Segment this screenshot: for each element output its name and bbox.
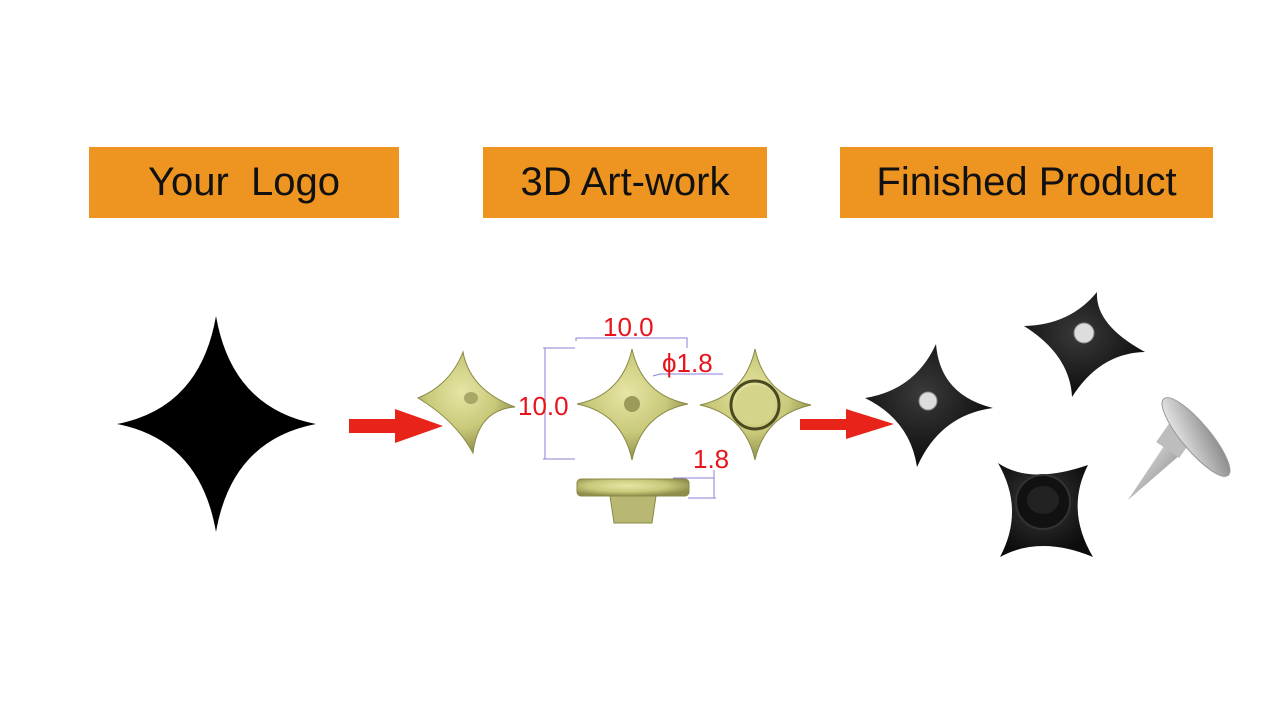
dimension-hole-diameter: ϕ1.8 <box>662 348 713 378</box>
product-front-with-rhinestone <box>865 344 993 467</box>
artwork-top-view <box>576 348 689 461</box>
logo-star-icon <box>117 316 316 532</box>
arrow-right-icon <box>349 409 443 443</box>
artwork-bottom-view <box>699 348 812 461</box>
artwork-side-view <box>576 478 690 524</box>
header-finished-product: Finished Product <box>840 147 1213 218</box>
dimension-height: 10.0 <box>518 391 569 421</box>
arrow-right-icon <box>800 409 894 439</box>
header-3d-artwork: 3D Art-work <box>483 147 767 218</box>
dimension-width: 10.0 <box>603 312 654 342</box>
dimension-lines <box>543 337 723 499</box>
header-your-logo: Your Logo <box>89 147 399 218</box>
product-back-view <box>998 463 1093 557</box>
artwork-perspective-view <box>416 350 516 455</box>
dimension-thickness: 1.8 <box>693 444 729 474</box>
product-angled-with-rhinestone <box>1024 292 1145 397</box>
product-rivet-pin <box>1128 397 1231 500</box>
